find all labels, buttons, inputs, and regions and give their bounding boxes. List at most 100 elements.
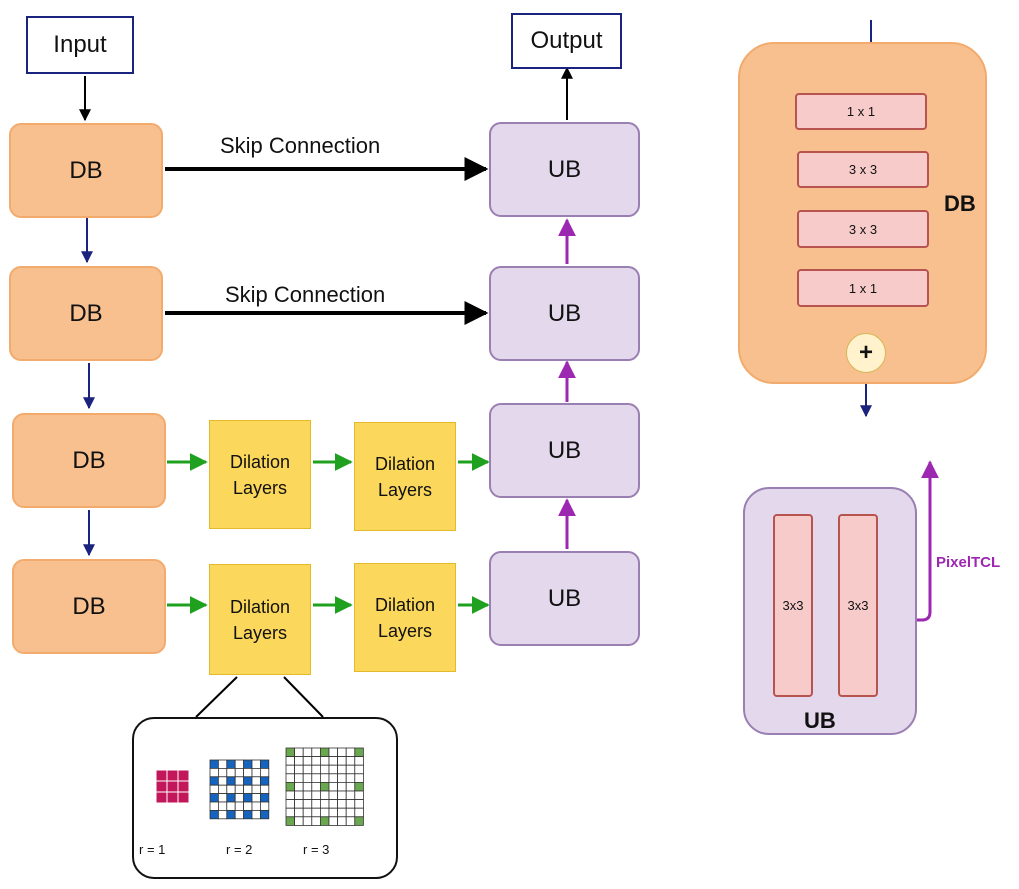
ub-block-3: UB bbox=[489, 403, 640, 498]
grid-cell bbox=[354, 799, 364, 809]
db-detail-title: DB bbox=[944, 191, 976, 216]
grid-cell bbox=[311, 807, 321, 818]
grid-cell bbox=[302, 773, 313, 783]
db-conv-3x3-second: 3 x 3 bbox=[797, 210, 929, 248]
grid-cell bbox=[337, 816, 347, 826]
grid-cell bbox=[302, 807, 313, 818]
grid-cell bbox=[234, 784, 244, 794]
pixeltcl-label: PixelTCL bbox=[936, 554, 1001, 571]
grid-cell bbox=[209, 810, 219, 820]
grid-cell bbox=[218, 784, 228, 794]
grid-cell bbox=[354, 764, 364, 775]
grid-cell bbox=[251, 768, 261, 778]
grid-cell bbox=[260, 801, 270, 811]
grid-cell bbox=[302, 747, 313, 758]
grid-cell bbox=[354, 790, 364, 801]
ub-block-4: UB bbox=[489, 551, 640, 646]
grid-cell bbox=[311, 816, 321, 826]
ub-block-2: UB bbox=[489, 266, 640, 361]
grid-cell bbox=[226, 810, 236, 820]
grid-cell bbox=[328, 782, 339, 792]
grid-cell bbox=[319, 773, 330, 783]
grid-cell bbox=[319, 799, 330, 809]
grid-cell bbox=[251, 793, 261, 803]
grid-cell bbox=[345, 756, 356, 766]
ub-label: UB bbox=[547, 155, 582, 183]
grid-cell bbox=[285, 782, 296, 792]
grid-cell bbox=[260, 776, 270, 786]
db-conv-1x1-top: 1 x 1 bbox=[795, 93, 927, 130]
input-box: Input bbox=[26, 16, 134, 74]
grid-cell bbox=[311, 782, 321, 792]
grid-cell bbox=[311, 747, 321, 758]
grid-cell bbox=[155, 791, 168, 804]
grid-cell bbox=[226, 801, 236, 811]
grid-cell bbox=[319, 764, 330, 775]
skip-connection-label-2: Skip Connection bbox=[225, 282, 386, 307]
grid-cell bbox=[285, 764, 296, 775]
grid-cell bbox=[243, 801, 253, 811]
grid-cell bbox=[337, 747, 347, 758]
grid-cell bbox=[345, 807, 356, 818]
grid-cell bbox=[251, 810, 261, 820]
ub-conv-3x3-second: 3x3 bbox=[838, 514, 878, 697]
db-label: DB bbox=[69, 156, 103, 184]
ub-detail-container bbox=[743, 487, 917, 735]
grid-cell bbox=[251, 784, 261, 794]
r1-label: r = 1 bbox=[139, 842, 166, 857]
grid-cell bbox=[345, 747, 356, 758]
grid-cell bbox=[177, 780, 190, 793]
grid-cell bbox=[354, 747, 364, 758]
grid-cell bbox=[294, 747, 304, 758]
grid-cell bbox=[294, 790, 304, 801]
dilation-label-bottom: Layers bbox=[232, 622, 288, 643]
dilation-examples-panel: r = 1 r = 2 r = 3 bbox=[132, 717, 398, 879]
grid-cell bbox=[311, 790, 321, 801]
grid-cell bbox=[234, 810, 244, 820]
grid-cell bbox=[226, 793, 236, 803]
grid-cell bbox=[302, 816, 313, 826]
ub-detail-out-arrow bbox=[878, 460, 939, 622]
db-block-4: DB bbox=[12, 559, 166, 654]
grid-cell bbox=[345, 782, 356, 792]
grid-cell bbox=[337, 773, 347, 783]
ub-detail-title: UB bbox=[804, 708, 836, 733]
inset-connector-right bbox=[283, 676, 324, 718]
dilation-label-bottom: Layers bbox=[377, 479, 433, 500]
grid-cell bbox=[302, 756, 313, 766]
grid-cell bbox=[285, 799, 296, 809]
grid-cell bbox=[311, 756, 321, 766]
grid-cell bbox=[226, 768, 236, 778]
ub-label: UB bbox=[547, 299, 582, 327]
grid-cell bbox=[243, 776, 253, 786]
grid-cell bbox=[294, 773, 304, 783]
grid-cell bbox=[218, 793, 228, 803]
db-label: DB bbox=[72, 446, 106, 474]
grid-cell bbox=[311, 764, 321, 775]
grid-cell bbox=[155, 769, 168, 782]
grid-cell bbox=[243, 784, 253, 794]
grid-cell bbox=[337, 782, 347, 792]
grid-cell bbox=[337, 790, 347, 801]
r2-label: r = 2 bbox=[226, 842, 253, 857]
grid-cell bbox=[354, 773, 364, 783]
grid-cell bbox=[319, 790, 330, 801]
grid-cell bbox=[345, 764, 356, 775]
grid-cell bbox=[260, 759, 270, 769]
dilation-grids bbox=[155, 747, 364, 826]
dilation-label-top: Dilation bbox=[374, 594, 436, 615]
dilation-label-top: Dilation bbox=[229, 451, 291, 472]
grid-cell bbox=[243, 810, 253, 820]
grid-cell bbox=[319, 747, 330, 758]
grid-cell bbox=[166, 791, 179, 804]
grid-cell bbox=[328, 790, 339, 801]
grid-cell bbox=[234, 776, 244, 786]
grid-cell bbox=[294, 807, 304, 818]
grid-cell bbox=[328, 764, 339, 775]
grid-cell bbox=[319, 816, 330, 826]
db-sum-node: + bbox=[846, 333, 886, 373]
grid-cell bbox=[354, 782, 364, 792]
grid-cell bbox=[251, 801, 261, 811]
